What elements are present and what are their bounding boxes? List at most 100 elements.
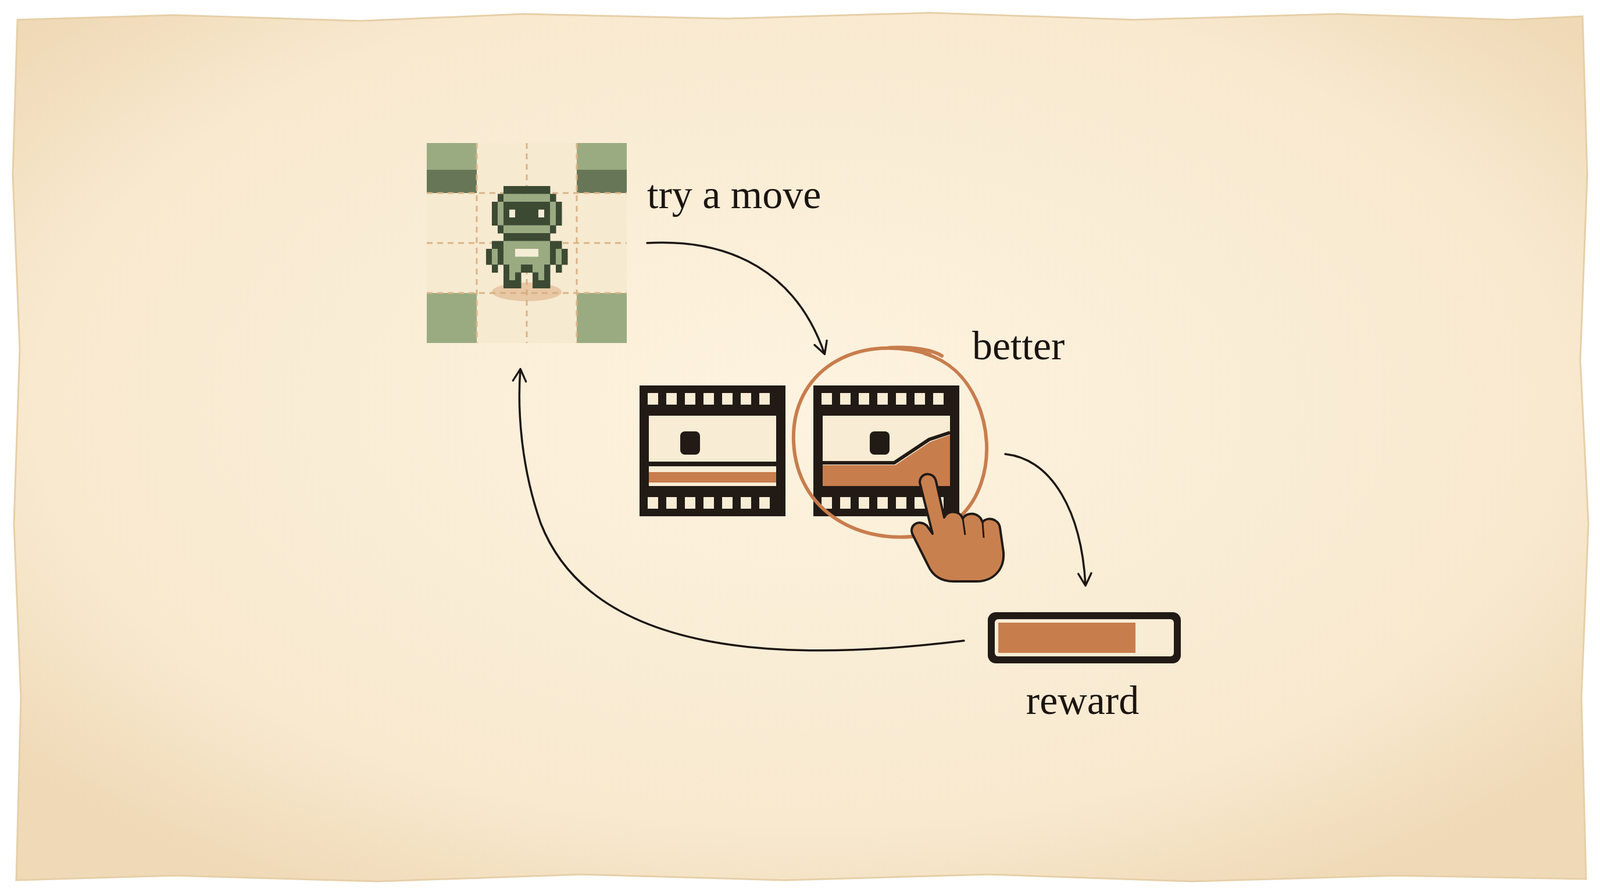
- robot-pixel: [497, 256, 505, 266]
- robot-pixel: [509, 209, 516, 219]
- robot-pixel: [491, 248, 499, 257]
- robot-pixel: [503, 217, 510, 226]
- robot-pixel: [544, 217, 551, 226]
- robot-pixel: [515, 241, 522, 250]
- sprocket-hole: [914, 393, 925, 405]
- robot-pixel: [503, 225, 510, 234]
- sprocket-hole: [703, 393, 714, 405]
- sprocket-hole: [759, 393, 770, 405]
- robot-pixel: [550, 225, 557, 234]
- flow-arrow: [1005, 454, 1086, 585]
- robot-pixel: [538, 248, 545, 257]
- sprocket-hole: [647, 497, 659, 509]
- sprocket-hole: [759, 497, 770, 509]
- robot-pixel: [491, 241, 499, 250]
- robot-pixel: [538, 256, 545, 266]
- step-label: better: [972, 323, 1065, 369]
- robot-pixel: [515, 201, 522, 210]
- robot-pixel: [532, 225, 539, 234]
- pointing-hand: [911, 473, 1004, 582]
- robot-pixel: [509, 248, 516, 257]
- robot-pixel: [520, 248, 528, 257]
- robot-pixel: [526, 241, 534, 250]
- robot-pixel: [555, 209, 563, 219]
- robot-pixel: [532, 201, 539, 210]
- robot-pixel: [515, 194, 522, 203]
- robot-pixel: [526, 233, 534, 242]
- robot-pixel: [509, 280, 516, 289]
- robot-pixel: [503, 194, 510, 203]
- robot-pixel: [503, 248, 510, 257]
- robot-pixel: [520, 186, 528, 195]
- robot-pixel: [520, 256, 528, 266]
- robot-pixel: [515, 225, 522, 234]
- robot-pixel: [515, 233, 522, 242]
- robot-pixel: [526, 209, 534, 219]
- film-frame: [639, 385, 786, 517]
- robot-pixel: [526, 256, 534, 266]
- robot-pixel: [491, 201, 499, 210]
- robot-pixel: [509, 241, 516, 250]
- robot-pixel: [503, 186, 510, 195]
- robot-pixel: [497, 209, 505, 219]
- sprocket-hole: [666, 497, 677, 509]
- robot-pixel: [491, 264, 499, 273]
- robot-pixel: [497, 217, 505, 226]
- robot-pixel: [532, 209, 539, 219]
- robot-pixel: [520, 241, 528, 250]
- robot-pixel: [561, 248, 569, 257]
- robot-pixel: [550, 209, 557, 219]
- sprocket-hole: [703, 497, 714, 509]
- step-label: try a move: [647, 172, 821, 217]
- robot-pixel: [503, 233, 510, 242]
- robot-pixel: [544, 225, 551, 234]
- sprocket-hole: [840, 497, 851, 509]
- robot-pixel: [497, 201, 505, 210]
- robot-pixel: [555, 264, 563, 273]
- robot-pixel: [515, 272, 522, 281]
- sprocket-hole: [722, 393, 733, 405]
- robot-pixel: [538, 233, 545, 242]
- robot-pixel: [503, 280, 510, 289]
- robot-pixel: [503, 241, 510, 250]
- robot-pixel: [550, 201, 557, 210]
- robot-pixel: [532, 186, 539, 195]
- robot-pixel: [520, 194, 528, 203]
- robot-pixel: [515, 264, 522, 273]
- robot-pixel: [491, 256, 499, 266]
- robot-pixel: [503, 201, 510, 210]
- robot-pixel: [526, 194, 534, 203]
- robot-pixel: [526, 248, 534, 257]
- robot-pixel: [544, 194, 551, 203]
- sprocket-hole: [666, 393, 677, 405]
- robot-pixel: [515, 217, 522, 226]
- robot-pixel: [555, 248, 563, 257]
- robot-pixel: [486, 256, 493, 266]
- robot-pixel: [555, 217, 563, 226]
- sprocket-hole: [740, 393, 752, 405]
- sprocket-hole: [895, 393, 907, 405]
- robot-pixel: [550, 256, 557, 266]
- sprocket-hole: [895, 497, 907, 509]
- robot-pixel: [515, 280, 522, 289]
- robot-pixel: [491, 209, 499, 219]
- robot-pixel: [561, 256, 569, 266]
- sprocket-hole: [684, 497, 696, 509]
- robot-pixel: [497, 225, 505, 234]
- robot-pixel: [509, 186, 516, 195]
- robot-pixel: [532, 194, 539, 203]
- robot-pixel: [532, 280, 539, 289]
- sprocket-hole: [858, 393, 870, 405]
- paper-sheet: [12, 12, 1589, 882]
- robot-pixel: [550, 194, 557, 203]
- robot-pixel: [555, 256, 563, 266]
- robot-pixel: [538, 201, 545, 210]
- robot-pixel: [526, 201, 534, 210]
- robot-grid: [426, 143, 627, 344]
- robot-pixel: [486, 248, 493, 257]
- reward-bar: [987, 612, 1181, 664]
- sprocket-hole: [740, 497, 752, 509]
- robot-pixel: [509, 225, 516, 234]
- robot-pixel: [544, 256, 551, 266]
- robot-pixel: [538, 241, 545, 250]
